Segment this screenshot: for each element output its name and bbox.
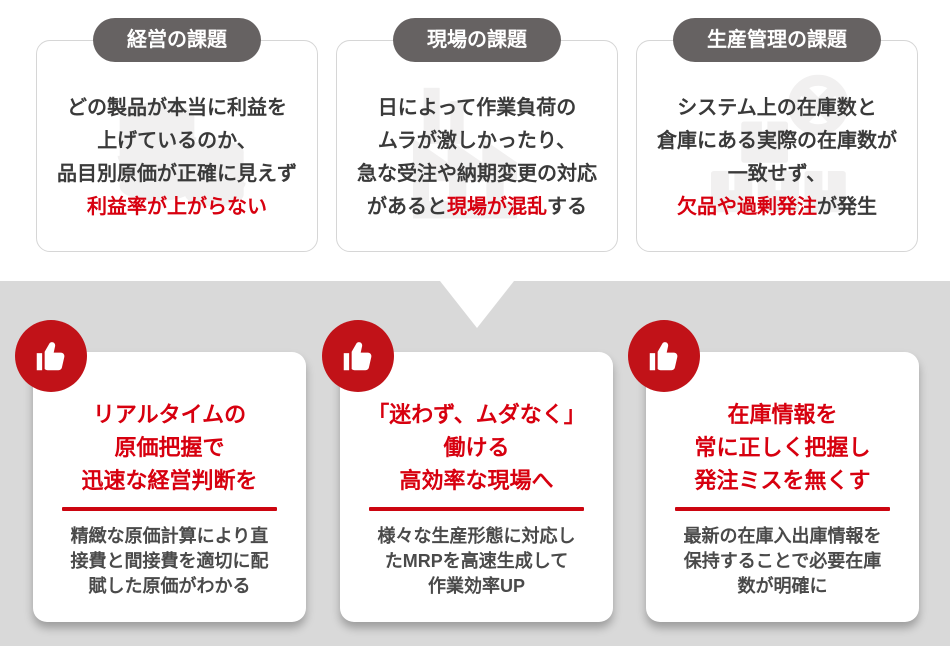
factory-icon xyxy=(397,74,557,239)
inventory-boxes-icon xyxy=(695,72,860,242)
thumbs-up-icon xyxy=(649,342,678,371)
solution-card-efficiency: 「迷わず、ムダなく」 働ける 高効率な現場へ 様々な生産形態に対応し たMRPを… xyxy=(322,320,613,622)
divider-line xyxy=(369,507,584,511)
solution-title: 「迷わず、ムダなく」 働ける 高効率な現場へ xyxy=(367,402,586,493)
solutions-section: リアルタイムの 原価把握で 迅速な経営判断を 精緻な原価計算により直 接費と間接… xyxy=(0,281,950,646)
problem-card-management: 経営の課題 どの製品が本当に利益を 上げているのか、 品目別原価が正確に見えず … xyxy=(36,18,318,252)
thumbs-up-badge xyxy=(322,320,394,392)
problem-text-production-control: システム上の在庫数と 倉庫にある実際の在庫数が 一致せず、 欠品や過剰発注が発生 xyxy=(657,96,897,218)
solution-body: 精緻な原価計算により直 接費と間接費を適切に配 賦した原価がわかる xyxy=(70,526,269,596)
solution-card-inventory: 在庫情報を 常に正しく把握し 発注ミスを無くす 最新の在庫入出庫情報を 保持する… xyxy=(628,320,919,622)
problem-pill-management: 経営の課題 xyxy=(93,18,261,62)
coins-icon xyxy=(97,74,257,239)
solution-body: 最新の在庫入出庫情報を 保持することで必要在庫 数が明確に xyxy=(683,526,882,596)
problem-pill-production-control: 生産管理の課題 xyxy=(673,18,881,62)
divider-line xyxy=(675,507,890,511)
problems-section: 経営の課題 どの製品が本当に利益を 上げているのか、 品目別原価が正確に見えず … xyxy=(0,0,950,281)
solution-title: 在庫情報を 常に正しく把握し 発注ミスを無くす xyxy=(694,402,871,493)
solution-body: 様々な生産形態に対応し たMRPを高速生成して 作業効率UP xyxy=(377,526,576,596)
thumbs-up-icon xyxy=(36,342,65,371)
problem-card-production-control: 生産管理の課題 xyxy=(636,18,918,252)
problem-pill-shopfloor: 現場の課題 xyxy=(393,18,561,62)
divider-line xyxy=(62,507,277,511)
problem-text-management: どの製品が本当に利益を 上げているのか、 品目別原価が正確に見えず 利益率が上が… xyxy=(57,96,297,218)
thumbs-up-icon xyxy=(343,342,372,371)
solution-card-cost: リアルタイムの 原価把握で 迅速な経営判断を 精緻な原価計算により直 接費と間接… xyxy=(15,320,306,622)
problem-card-shopfloor: 現場の課題 日によって作業負荷の ムラが激しか xyxy=(336,18,618,252)
thumbs-up-badge xyxy=(15,320,87,392)
thumbs-up-badge xyxy=(628,320,700,392)
down-arrow-icon xyxy=(440,281,514,328)
solution-title: リアルタイムの 原価把握で 迅速な経営判断を xyxy=(81,402,258,493)
problem-text-shopfloor: 日によって作業負荷の ムラが激しかったり、 急な受注や納期変更の対応 があると現… xyxy=(357,96,597,218)
